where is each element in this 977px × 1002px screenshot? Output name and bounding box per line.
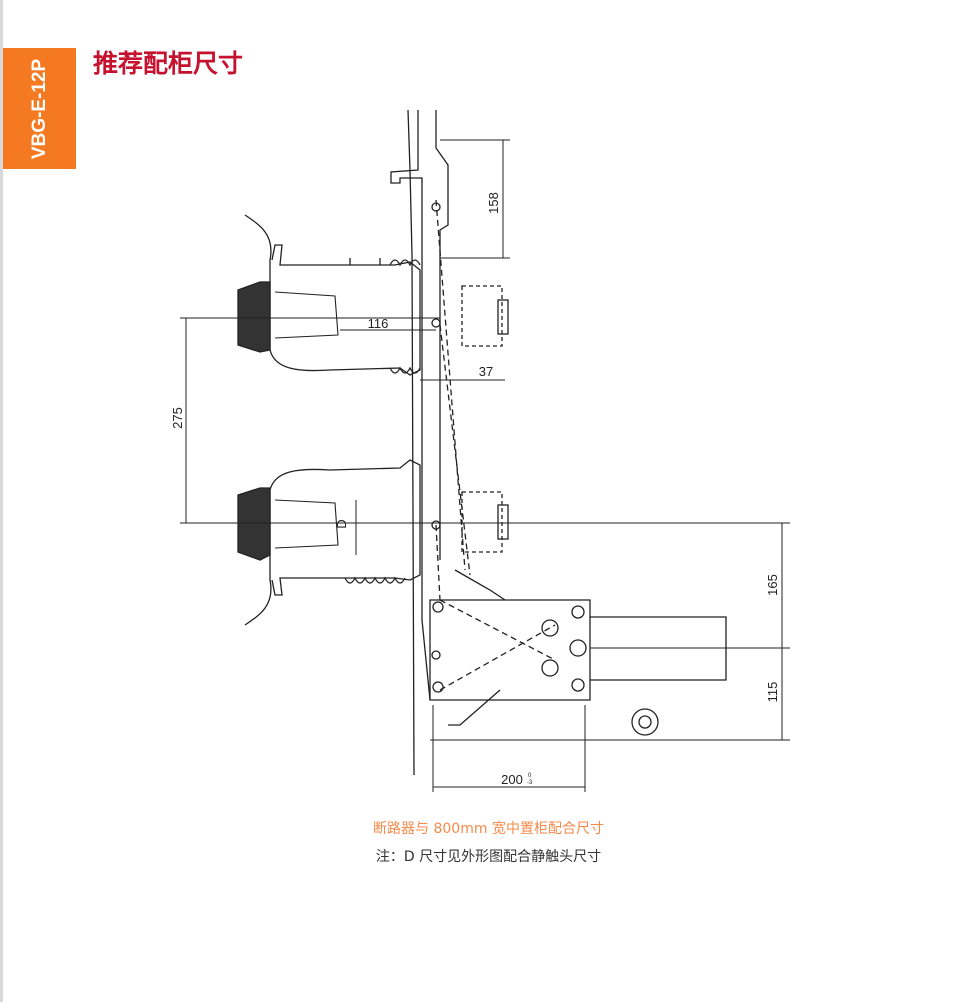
dim-200-tol-upper: 0 xyxy=(528,773,532,779)
centerlines xyxy=(180,317,790,741)
breaker-truck xyxy=(429,202,727,736)
dim-200-tol-lower: -3 xyxy=(527,780,533,786)
upper-contact-box xyxy=(237,214,421,376)
dim-D: D xyxy=(334,519,349,528)
side-tab: VBG-E-12P xyxy=(3,48,76,169)
dim-165: 165 xyxy=(765,574,780,596)
dim-275: 275 xyxy=(170,407,185,429)
dim-37: 37 xyxy=(479,364,493,379)
cabinet-wall xyxy=(390,109,449,776)
dim-115: 115 xyxy=(765,682,780,703)
drawing-note: 注：D 尺寸见外形图配合静触头尺寸 xyxy=(375,849,602,865)
dimension-lines xyxy=(185,139,783,792)
dim-200: 200 xyxy=(501,772,523,787)
contact-fingers xyxy=(461,285,509,553)
lower-contact-box xyxy=(237,459,421,626)
contact-arms xyxy=(435,199,556,691)
drawing-caption: 断路器与 800mm 宽中置柜配合尺寸 xyxy=(373,821,604,837)
dim-158: 158 xyxy=(486,192,501,214)
dim-116: 116 xyxy=(368,316,389,331)
page-edge xyxy=(0,0,3,1002)
dimension-labels: 158 116 37 275 D 165 115 200 0 -3 xyxy=(170,192,780,787)
page-title: 推荐配柜尺寸 xyxy=(93,49,244,78)
